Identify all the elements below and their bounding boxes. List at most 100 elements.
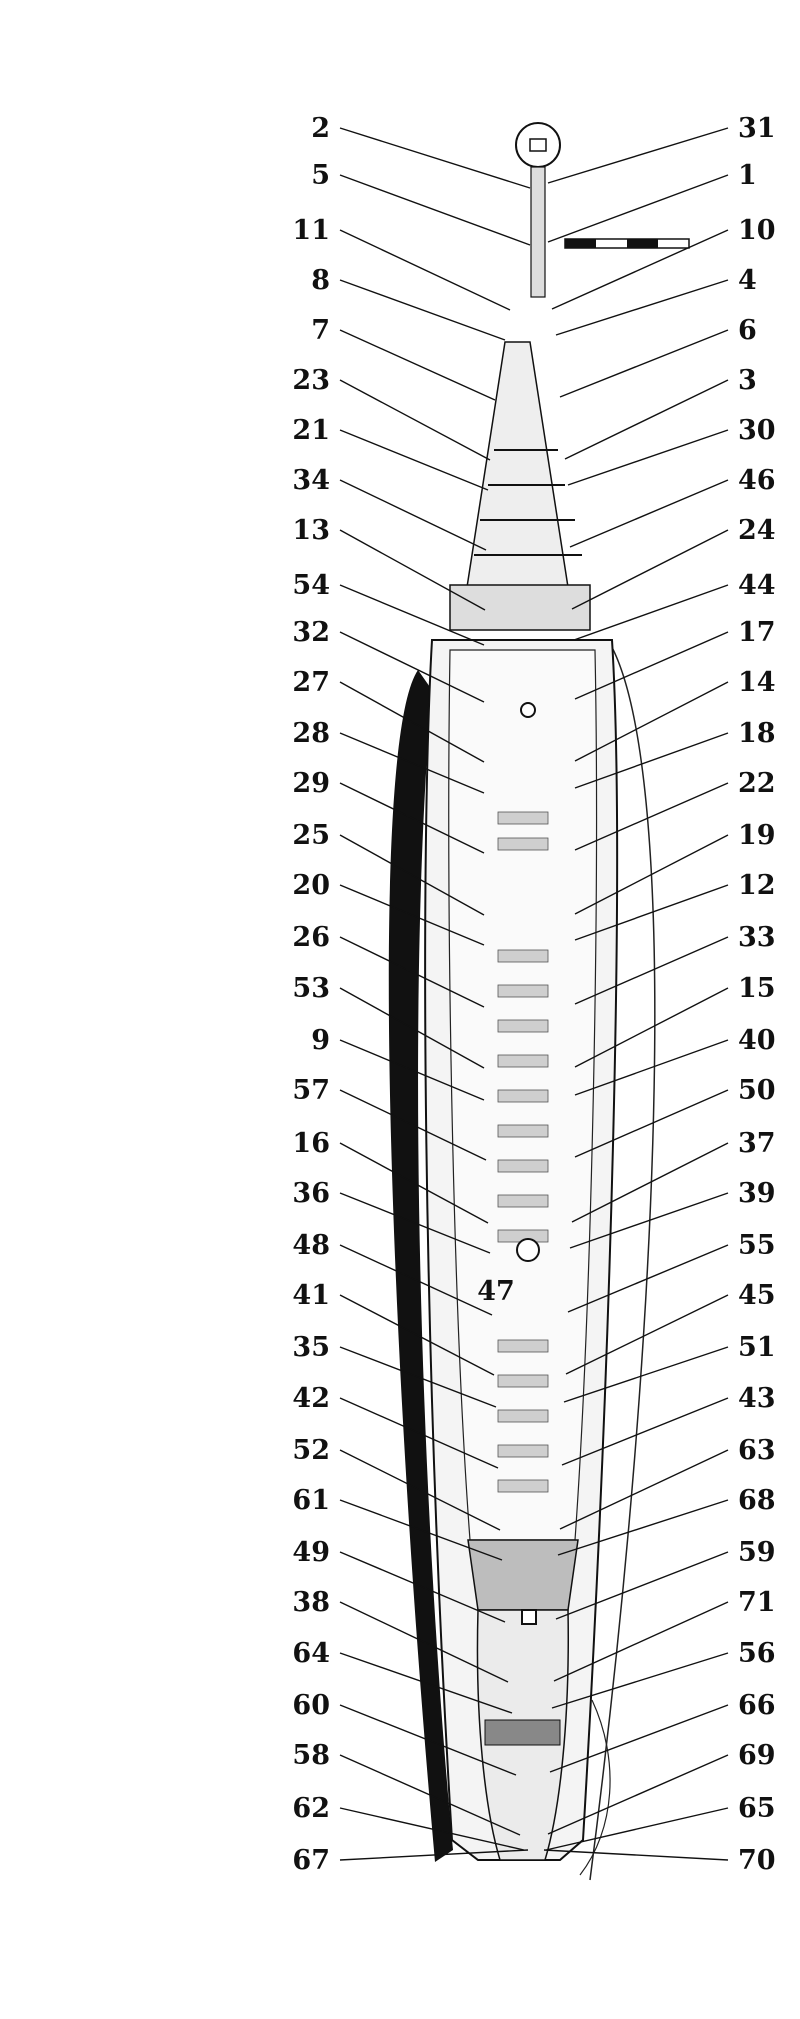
callout-number: 2: [311, 113, 330, 144]
callout-number: 71: [738, 1587, 776, 1618]
callout-number: 67: [292, 1845, 330, 1876]
callout-number: 62: [292, 1793, 330, 1824]
leader-line: [545, 1807, 729, 1851]
leader-line: [574, 987, 729, 1068]
leader-line: [339, 681, 485, 763]
callout-labels: 2511872321341354322728292520265395716364…: [292, 113, 775, 1876]
leader-line: [565, 1294, 729, 1375]
leader-line: [574, 884, 729, 941]
leader-line: [574, 1089, 729, 1158]
callout-number: 19: [738, 820, 776, 851]
leader-line: [339, 1551, 506, 1623]
leader-line: [339, 174, 531, 246]
callout-number: 35: [292, 1332, 330, 1363]
callout-number: 31: [738, 113, 776, 144]
callout-number: 46: [738, 465, 776, 496]
callout-number: 30: [738, 415, 776, 446]
leader-line: [551, 229, 729, 310]
leader-line: [339, 1601, 509, 1683]
leader-line: [339, 529, 486, 611]
callout-number: 26: [292, 922, 330, 953]
callout-number: 3: [738, 365, 757, 396]
callout-number: 5: [311, 160, 330, 191]
callout-number: 15: [738, 973, 776, 1004]
ship-plan-view: [388, 122, 690, 1881]
callout-number: 9: [311, 1025, 330, 1056]
callout-number: 68: [738, 1485, 776, 1516]
leader-line: [339, 631, 485, 703]
leader-line: [543, 1849, 729, 1861]
callout-number: 54: [292, 570, 330, 601]
leader-line: [569, 479, 729, 548]
callout-number: 14: [738, 667, 776, 698]
callout-number: 37: [738, 1128, 776, 1159]
leader-line: [339, 1039, 485, 1101]
leader-line: [574, 834, 729, 915]
callout-number: 55: [738, 1230, 776, 1261]
foremast: [520, 702, 536, 718]
leader-line: [339, 279, 506, 341]
leader-line: [555, 279, 729, 336]
callout-number: 49: [292, 1537, 330, 1568]
leader-line: [339, 1142, 489, 1224]
leader-line: [567, 1244, 729, 1313]
leader-line: [339, 732, 485, 794]
leader-line: [339, 127, 531, 189]
sail-outline-right-lower: [579, 1699, 611, 1876]
leader-line: [339, 1192, 491, 1254]
leader-line: [571, 529, 729, 610]
leader-line: [339, 1807, 525, 1851]
callout-number: 42: [292, 1383, 330, 1414]
callout-number: 12: [738, 870, 776, 901]
callout-number: 40: [738, 1025, 776, 1056]
leader-line: [339, 834, 485, 916]
callout-number: 4: [738, 265, 757, 296]
leader-line: [569, 1192, 729, 1249]
leader-line: [339, 1849, 529, 1861]
callout-number: 18: [738, 718, 776, 749]
leader-line: [339, 1244, 493, 1316]
leader-line: [574, 631, 729, 700]
leader-line: [339, 1397, 499, 1469]
leader-line: [339, 1449, 501, 1531]
callout-number: 43: [738, 1383, 776, 1414]
callout-number: 70: [738, 1845, 776, 1876]
callout-number: 59: [738, 1537, 776, 1568]
leader-line: [559, 329, 729, 398]
callout-number: 24: [738, 515, 776, 546]
leader-line: [571, 1142, 729, 1223]
leader-line: [547, 1754, 729, 1835]
leader-line: [339, 1294, 495, 1376]
callout-number: 17: [738, 617, 776, 648]
callout-number: 34: [292, 465, 330, 496]
leader-line: [557, 1499, 729, 1556]
callout-leader-lines: [339, 127, 729, 1861]
callout-number: 22: [738, 768, 776, 799]
leader-line: [574, 782, 729, 851]
leader-line: [339, 479, 487, 551]
callout-number: 39: [738, 1178, 776, 1209]
leader-line: [339, 1346, 497, 1408]
leader-line: [339, 1499, 503, 1561]
callout-number: 38: [292, 1587, 330, 1618]
mainmast: [516, 1238, 540, 1262]
callout-number: 32: [292, 617, 330, 648]
leader-line: [339, 329, 496, 401]
leader-line: [573, 584, 729, 641]
callout-number: 13: [292, 515, 330, 546]
callout-number: 45: [738, 1280, 776, 1311]
leader-line: [563, 1346, 729, 1403]
callout-number: 29: [292, 768, 330, 799]
leader-line: [339, 584, 485, 646]
callout-number: 36: [292, 1178, 330, 1209]
leader-line: [547, 174, 729, 243]
callout-number: 1: [738, 160, 757, 191]
leader-line: [561, 1397, 729, 1466]
scale-bar: [564, 238, 690, 249]
callout-number: 25: [292, 820, 330, 851]
leader-line: [564, 379, 729, 460]
callout-number: 57: [292, 1075, 330, 1106]
callout-number: 50: [738, 1075, 776, 1106]
callout-number: 66: [738, 1690, 776, 1721]
callout-number: 64: [292, 1638, 330, 1669]
